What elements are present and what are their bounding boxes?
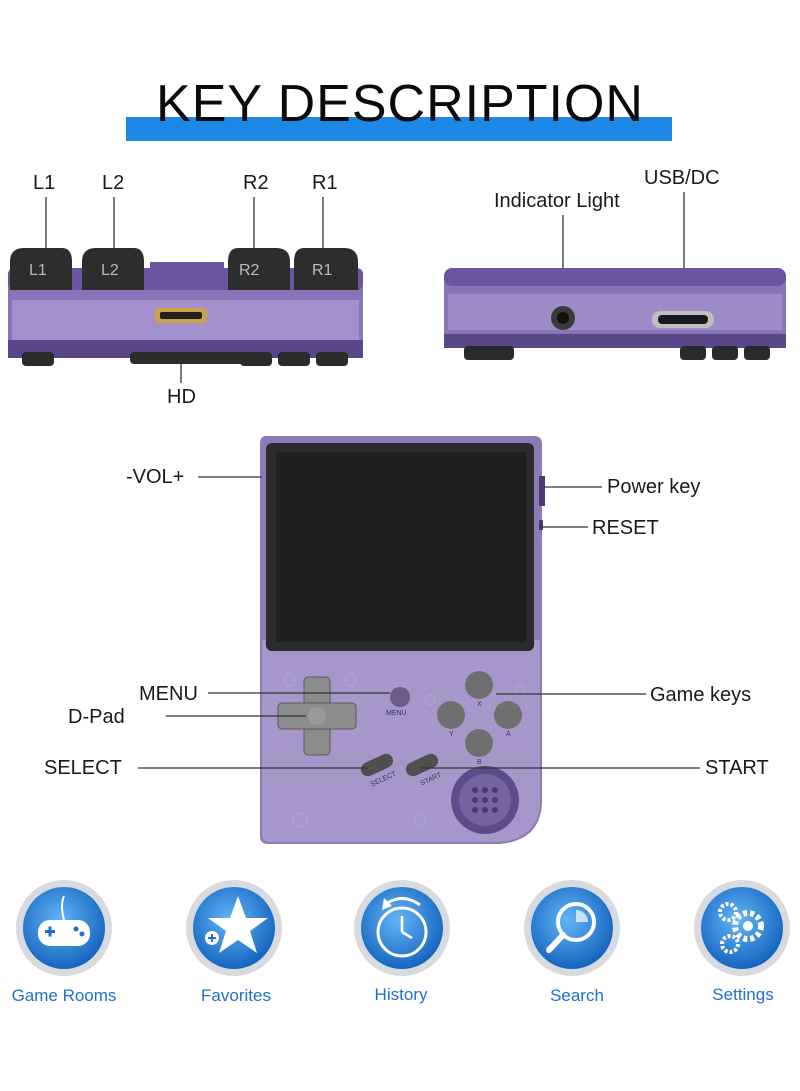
dpad-label: D-Pad <box>68 706 125 728</box>
magnifier-icon <box>524 880 620 976</box>
top-view-console <box>8 248 363 366</box>
gamepad-icon <box>16 880 112 976</box>
r1-printed: R1 <box>312 262 333 279</box>
indicator-light-label: Indicator Light <box>494 190 620 212</box>
l2-label: L2 <box>102 172 125 194</box>
l1-printed: L1 <box>29 262 47 279</box>
feature-label-settings: Settings <box>712 985 774 1004</box>
menu-printed: MENU <box>386 710 407 717</box>
start-label: START <box>705 757 769 779</box>
star-icon <box>186 880 282 976</box>
usb-dc-label: USB/DC <box>644 167 720 189</box>
gears-icon <box>694 880 790 976</box>
l1-label: L1 <box>33 172 56 194</box>
page-title: KEY DESCRIPTION <box>156 75 644 133</box>
y-printed: Y <box>449 731 454 738</box>
feature-label-history: History <box>374 985 428 1004</box>
feature-label-search: Search <box>550 986 604 1005</box>
menu-label: MENU <box>139 683 198 705</box>
title-underline-bar <box>126 117 672 141</box>
vol-label: -VOL+ <box>126 466 185 488</box>
select-label: SELECT <box>44 757 122 779</box>
reset-label: RESET <box>592 517 659 539</box>
r2-printed: R2 <box>239 262 260 279</box>
feature-label-game-rooms: Game Rooms <box>11 986 117 1005</box>
game-keys-label: Game keys <box>650 684 752 706</box>
l2-printed: L2 <box>101 262 119 279</box>
r1-label: R1 <box>312 172 338 194</box>
power-key-label: Power key <box>607 476 701 498</box>
r2-label: R2 <box>243 172 269 194</box>
b-printed: B <box>477 759 482 766</box>
a-printed: A <box>506 731 511 738</box>
clock-icon <box>354 880 450 976</box>
feature-label-favorites: Favorites <box>201 986 271 1005</box>
hd-port-label: HD <box>167 386 196 408</box>
x-printed: X <box>477 701 482 708</box>
